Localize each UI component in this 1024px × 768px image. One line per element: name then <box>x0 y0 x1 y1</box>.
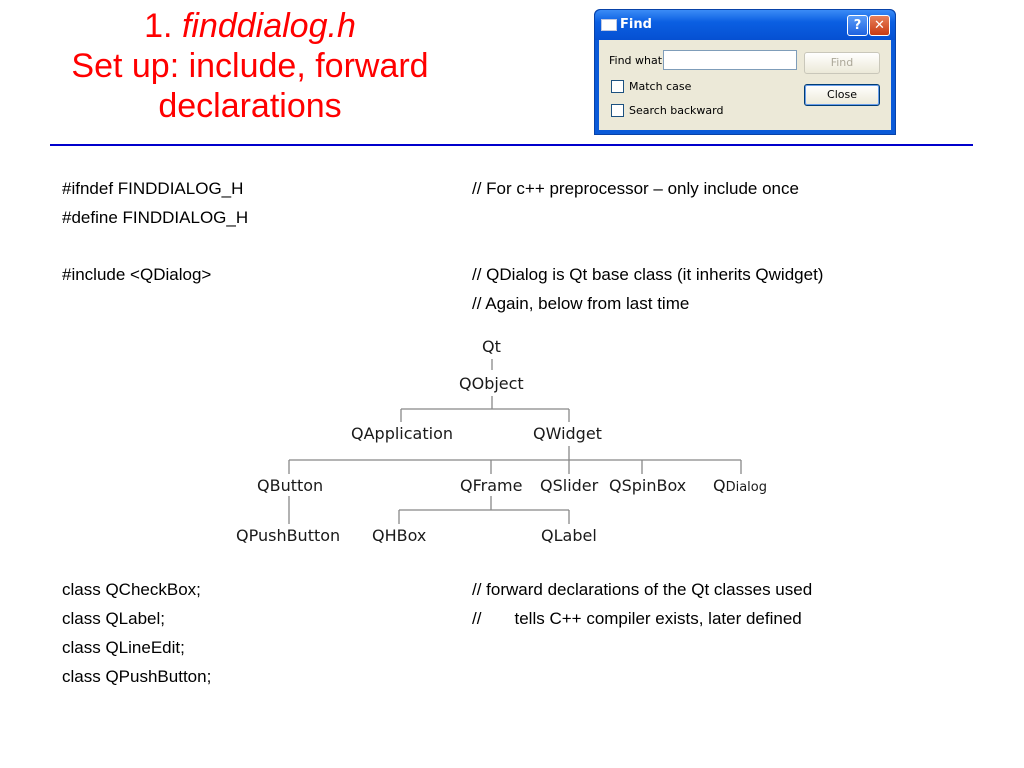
node-qpushbutton: QPushButton <box>236 526 341 545</box>
code-include: #include <QDialog> <box>62 265 212 284</box>
node-qframe: QFrame <box>460 476 523 495</box>
node-qlabel: QLabel <box>541 526 597 545</box>
class-decl-qlineedit: class QLineEdit; <box>62 638 185 657</box>
node-qbutton: QButton <box>257 476 324 495</box>
class-decl-qlabel: class QLabel; <box>62 609 165 628</box>
close-button[interactable]: Close <box>804 84 880 106</box>
qt-class-hierarchy-diagram: Qt QObject QApplication QWidget QButton … <box>231 332 786 552</box>
node-qt: Qt <box>482 337 501 356</box>
title-divider <box>50 144 973 146</box>
dialog-title: Find <box>620 17 652 32</box>
find-button[interactable]: Find <box>804 52 880 74</box>
node-qhbox: QHBox <box>372 526 427 545</box>
code-define: #define FINDDIALOG_H <box>62 208 249 227</box>
node-qdialog-q: Q <box>713 476 726 495</box>
node-qobject: QObject <box>459 374 524 393</box>
window-icon <box>601 19 617 31</box>
node-qapplication: QApplication <box>351 424 453 443</box>
find-what-label: Find what <box>609 54 663 67</box>
comment-include: // QDialog is Qt base class (it inherits… <box>472 265 824 284</box>
search-backward-checkbox[interactable] <box>611 104 624 117</box>
title-number: 1. <box>144 7 173 45</box>
help-button[interactable]: ? <box>847 15 868 36</box>
slide-title: 1. finddialog.h Set up: include, forward… <box>30 6 470 126</box>
find-dialog-screenshot: Find ? ✕ Find what Match case Search bac… <box>594 9 896 135</box>
class-decl-qcheckbox: class QCheckBox; <box>62 580 201 599</box>
title-filename: finddialog.h <box>181 7 356 45</box>
diagram-connectors <box>288 359 742 524</box>
node-qspinbox: QSpinBox <box>609 476 687 495</box>
class-decl-qpushbutton: class QPushButton; <box>62 667 212 686</box>
dialog-body: Find what Match case Search backward Fin… <box>599 40 891 130</box>
node-qdialog: QDialog <box>713 476 767 495</box>
comment-forward-1: // forward declarations of the Qt classe… <box>472 580 813 599</box>
dialog-titlebar: Find ? ✕ <box>595 10 895 40</box>
comment-again: // Again, below from last time <box>472 294 690 313</box>
search-backward-label: Search backward <box>629 104 724 117</box>
code-ifndef: #ifndef FINDDIALOG_H <box>62 179 244 198</box>
find-what-input[interactable] <box>663 50 797 70</box>
match-case-checkbox[interactable] <box>611 80 624 93</box>
node-qwidget: QWidget <box>533 424 602 443</box>
comment-forward-2: // tells C++ compiler exists, later defi… <box>472 609 802 628</box>
node-qslider: QSlider <box>540 476 599 495</box>
match-case-label: Match case <box>629 80 692 93</box>
comment-ifndef: // For c++ preprocessor – only include o… <box>472 179 799 198</box>
node-qdialog-rest: Dialog <box>725 480 767 495</box>
title-line-3: declarations <box>158 87 342 125</box>
close-icon[interactable]: ✕ <box>869 15 890 36</box>
title-line-2: Set up: include, forward <box>71 47 429 85</box>
title-line-1: 1. finddialog.h <box>30 6 470 46</box>
